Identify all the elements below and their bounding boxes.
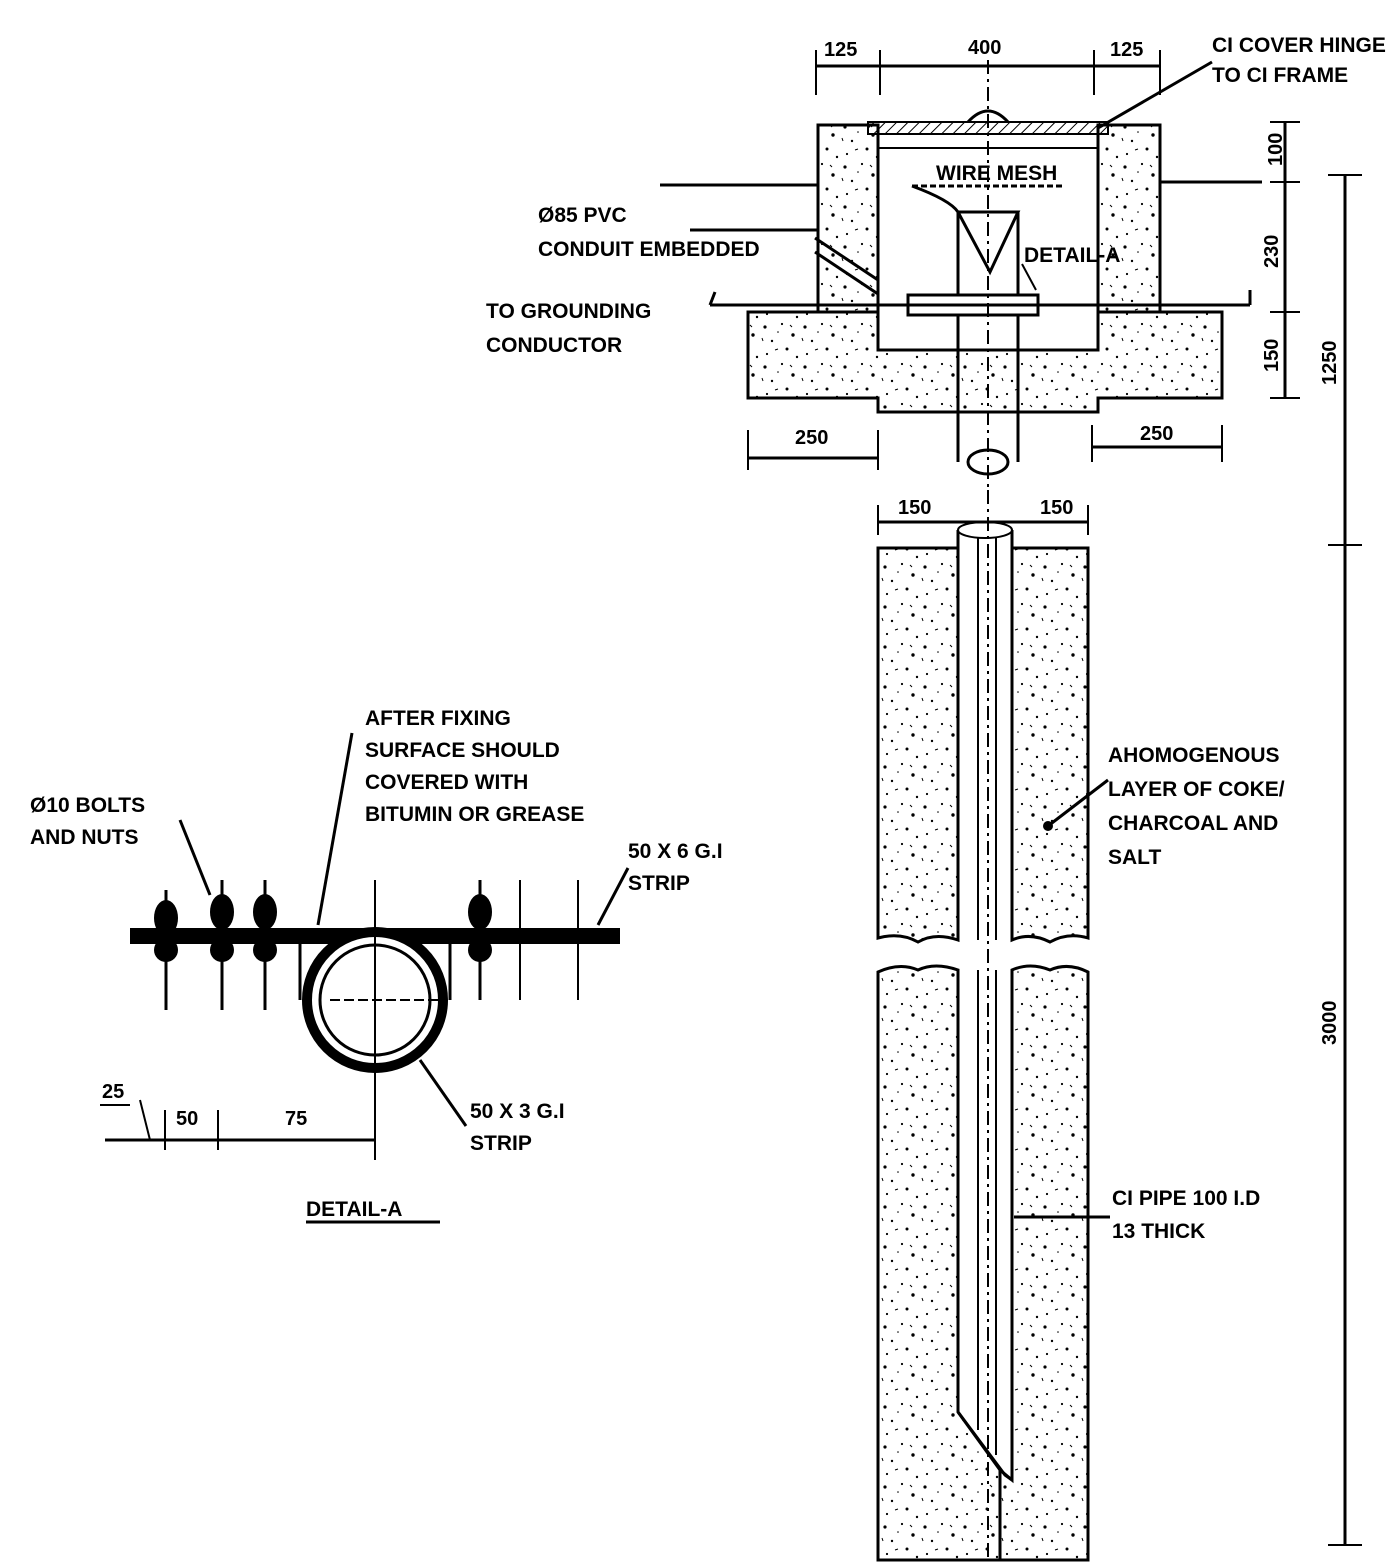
dim-pipe-right: 150 — [1040, 497, 1073, 519]
svg-text:DETAIL-A: DETAIL-A — [1024, 244, 1120, 267]
dim-right-230: 230 — [1261, 235, 1283, 268]
detail-a: 25 50 75 — [100, 880, 620, 1160]
cover-handle — [966, 109, 1010, 124]
top-dimensions: 125 400 125 — [815, 37, 1161, 95]
svg-text:SURFACE SHOULD: SURFACE SHOULD — [365, 739, 560, 762]
svg-text:CONDUIT EMBEDDED: CONDUIT EMBEDDED — [538, 238, 760, 261]
base-dimensions: 250 250 — [747, 423, 1223, 470]
svg-text:13 THICK: 13 THICK — [1112, 1220, 1205, 1243]
dim-pipe-left: 150 — [898, 497, 931, 519]
dim-top-right: 125 — [1110, 39, 1143, 61]
dim-top-mid: 400 — [968, 37, 1001, 59]
dim-detail-75: 75 — [285, 1108, 307, 1130]
pvc-conduit — [814, 236, 879, 282]
bolts-label: Ø10 BOLTS AND NUTS — [30, 794, 212, 896]
svg-text:BITUMIN OR GREASE: BITUMIN OR GREASE — [365, 803, 584, 826]
svg-text:CI COVER HINGED: CI COVER HINGED — [1212, 34, 1386, 57]
dim-bottom-left: 250 — [795, 427, 828, 449]
dim-bottom-right: 250 — [1140, 423, 1173, 445]
dim-detail-50: 50 — [176, 1108, 198, 1130]
strip-top-label: 50 X 6 G.I STRIP — [596, 840, 723, 926]
svg-text:LAYER OF COKE/: LAYER OF COKE/ — [1108, 778, 1285, 801]
svg-text:Ø85 PVC: Ø85 PVC — [538, 204, 627, 227]
detail-title: DETAIL-A — [306, 1198, 440, 1224]
chamber — [660, 60, 1262, 500]
grounding-label: TO GROUNDING CONDUCTOR — [486, 300, 651, 357]
svg-text:AND NUTS: AND NUTS — [30, 826, 139, 849]
dim-detail-25: 25 — [102, 1081, 124, 1103]
pit-column — [876, 490, 1090, 1562]
svg-text:TO CI FRAME: TO CI FRAME — [1212, 64, 1348, 87]
dim-top-left: 125 — [824, 39, 857, 61]
pit-lower-left — [876, 964, 1002, 1562]
dim-right-150: 150 — [1261, 339, 1283, 372]
ci-pipe-label: CI PIPE 100 I.D 13 THICK — [1014, 1187, 1260, 1243]
detail-a-ref-label: DETAIL-A — [1021, 244, 1120, 291]
svg-text:CHARCOAL AND: CHARCOAL AND — [1108, 812, 1278, 835]
svg-text:AHOMOGENOUS: AHOMOGENOUS — [1108, 744, 1280, 767]
strip-bottom-label: 50 X 3 G.I STRIP — [418, 1059, 565, 1155]
svg-text:COVERED WITH: COVERED WITH — [365, 771, 528, 794]
svg-text:STRIP: STRIP — [628, 872, 690, 895]
wire-mesh-label: WIRE MESH — [936, 162, 1057, 185]
svg-text:50 X 3 G.I: 50 X 3 G.I — [470, 1100, 565, 1123]
pit-upper-right — [1010, 546, 1090, 944]
svg-text:50 X 6 G.I: 50 X 6 G.I — [628, 840, 723, 863]
right-dimensions: 100 230 150 1250 3000 — [1261, 121, 1362, 1546]
svg-text:STRIP: STRIP — [470, 1132, 532, 1155]
ci-cover-label: CI COVER HINGED TO CI FRAME — [1097, 34, 1386, 130]
pit-lower-right — [998, 964, 1090, 1562]
svg-text:CONDUCTOR: CONDUCTOR — [486, 334, 622, 357]
dim-right-3000: 3000 — [1319, 1001, 1341, 1046]
dim-right-100: 100 — [1265, 133, 1287, 166]
detail-bolts — [154, 880, 492, 1010]
dim-right-1250: 1250 — [1319, 341, 1341, 386]
chamber-left-wall — [816, 123, 880, 314]
pipe-dimensions: 150 150 — [877, 497, 1089, 535]
svg-text:TO GROUNDING: TO GROUNDING — [486, 300, 651, 323]
base-slab — [746, 310, 1224, 414]
homogenous-layer-label: AHOMOGENOUS LAYER OF COKE/ CHARCOAL AND … — [1043, 744, 1285, 869]
pvc-conduit-label: Ø85 PVC CONDUIT EMBEDDED — [538, 204, 818, 261]
svg-text:DETAIL-A: DETAIL-A — [306, 1198, 402, 1221]
after-fixing-label: AFTER FIXING SURFACE SHOULD COVERED WITH… — [316, 707, 584, 926]
svg-text:AFTER FIXING: AFTER FIXING — [365, 707, 511, 730]
svg-text:CI PIPE 100 I.D: CI PIPE 100 I.D — [1112, 1187, 1260, 1210]
svg-text:SALT: SALT — [1108, 846, 1161, 869]
funnel — [911, 184, 1021, 276]
chamber-right-wall — [1096, 123, 1162, 314]
svg-text:Ø10 BOLTS: Ø10 BOLTS — [30, 794, 145, 817]
pit-upper-left — [876, 546, 960, 944]
